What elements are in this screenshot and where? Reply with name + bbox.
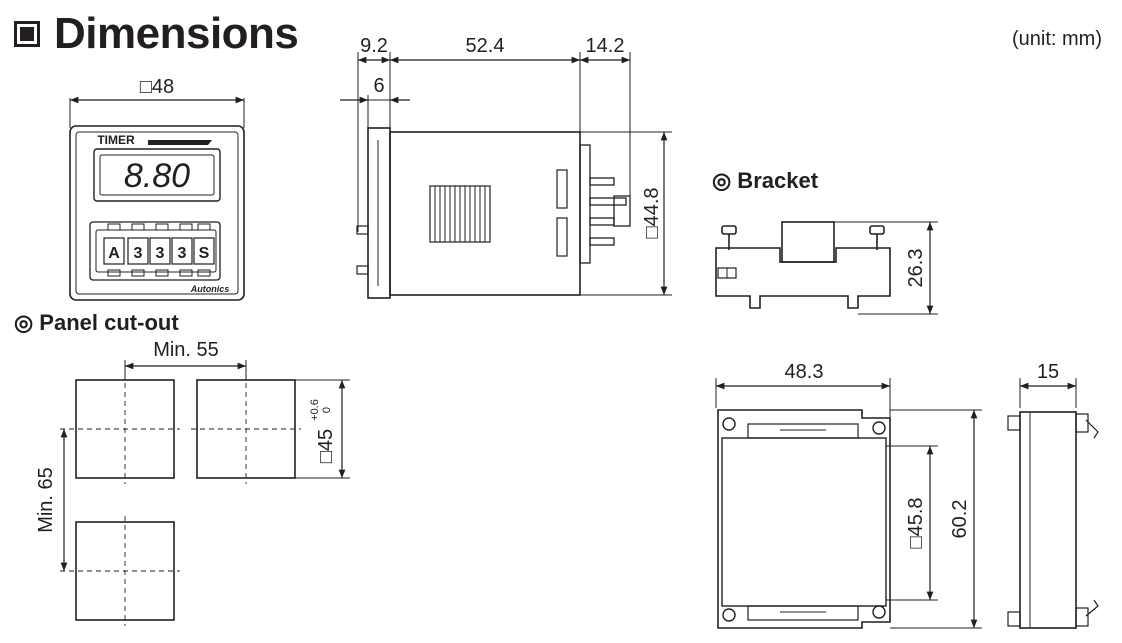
key-dips (107, 223, 211, 277)
bracket-thin-body (1019, 411, 1077, 629)
key-label: 3 (156, 245, 165, 262)
key-label: 3 (178, 245, 187, 262)
front-bezel (69, 125, 245, 301)
key-label: S (199, 245, 210, 262)
terminal-dimension: 14.2 (586, 35, 625, 57)
terminal-pins (589, 177, 631, 246)
title-text: Dimensions (54, 9, 299, 58)
key-label: A (108, 245, 120, 262)
keypad-area (89, 221, 221, 281)
cutout-size-dimension: □45 (315, 429, 337, 463)
tolerance-plus: +0.6 (309, 399, 321, 421)
bracket-profile (715, 247, 891, 309)
bracket-outer-dimension: 60.2 (949, 500, 971, 539)
min-horizontal-dimension: Min. 55 (153, 339, 219, 361)
front-view (69, 96, 245, 301)
bracket-heading: ◎ Bracket (712, 168, 819, 193)
unit-note: (unit: mm) (1012, 28, 1102, 50)
side-view (340, 52, 672, 299)
body-dimension: 52.4 (466, 35, 505, 57)
key-label: 3 (134, 245, 143, 262)
side-flange (367, 127, 391, 299)
flange-dimension: 9.2 (360, 35, 388, 57)
bracket-height-dimension: 26.3 (905, 249, 927, 288)
tolerance-minus: 0 (321, 407, 333, 413)
display-digits: 8.80 (124, 157, 190, 195)
terminal-base (579, 144, 591, 264)
display-window (93, 148, 221, 202)
front-width-label: □48 (140, 76, 174, 98)
panel-gap-dimension: 6 (373, 75, 384, 97)
bracket-side-view (715, 221, 938, 315)
side-height-dimension: □44.8 (641, 187, 663, 238)
brand-text: TIMER (97, 133, 135, 147)
bracket-thin-side-view (1007, 378, 1099, 629)
logo-text: Autonics (190, 284, 230, 294)
bracket-width-dimension: 48.3 (785, 361, 824, 383)
section-title: Dimensions (14, 6, 299, 62)
bracket-front-view (715, 378, 982, 629)
bracket-center-block (781, 221, 835, 263)
min-vertical-dimension: Min. 65 (35, 467, 57, 533)
panel-cutout-heading: ◎ Panel cut-out (14, 310, 179, 335)
bracket-inner-dimension: □45.8 (905, 497, 927, 548)
bracket-frame (717, 409, 891, 629)
filled-square-icon (14, 21, 40, 47)
panel-cutout-drawing (60, 360, 350, 626)
key-boxes (103, 237, 215, 265)
bracket-depth-dimension: 15 (1037, 361, 1059, 383)
